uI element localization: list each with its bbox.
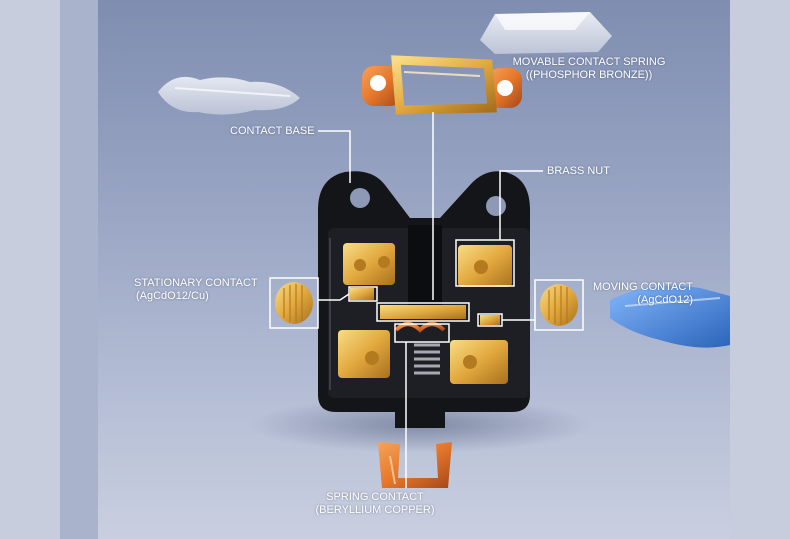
label-spring-contact-line1: SPRING CONTACT — [326, 491, 424, 503]
label-moving-contact-line1: MOVING CONTACT — [592, 281, 693, 293]
moving-contact-rivet — [534, 279, 584, 331]
terminal-top-left — [343, 243, 395, 285]
label-moving-contact: MOVING CONTACT (AgCdO12) — [585, 281, 693, 307]
label-stationary-contact-line2: (AgCdO12/Cu) — [136, 290, 209, 302]
stationary-contact-rivet — [269, 277, 319, 329]
backdrop-left-panel — [0, 0, 60, 539]
movable-contact-spring — [362, 55, 522, 115]
glass-crystal-left — [158, 76, 300, 115]
terminal-top-right — [458, 245, 512, 287]
spring-contact-part — [378, 442, 452, 488]
label-brass-nut: BRASS NUT — [547, 165, 610, 177]
contact-base-housing — [318, 171, 530, 428]
backdrop-left-shadow — [60, 0, 98, 539]
label-moving-contact-line2: (AgCdO12) — [637, 294, 693, 306]
label-spring-contact-line2: (BERYLLIUM COPPER) — [315, 504, 435, 516]
label-movable-contact-spring-line2: ((PHOSPHOR BRONZE)) — [525, 69, 653, 81]
backdrop-right-panel — [730, 0, 790, 539]
label-spring-contact: SPRING CONTACT (BERYLLIUM COPPER) — [310, 491, 440, 517]
callout-lines — [318, 112, 543, 488]
label-stationary-contact: STATIONARY CONTACT (AgCdO12/Cu) — [134, 277, 258, 303]
label-contact-base: CONTACT BASE — [230, 125, 315, 137]
glass-crystal-top-right — [480, 12, 612, 54]
contact-mechanism — [350, 288, 500, 375]
terminal-bottom-right — [450, 340, 508, 384]
blue-crystal-right — [610, 285, 730, 348]
label-movable-contact-spring-line1: MOVABLE CONTACT SPRING — [512, 56, 666, 68]
label-stationary-contact-line1: STATIONARY CONTACT — [134, 277, 258, 289]
label-movable-contact-spring: MOVABLE CONTACT SPRING ((PHOSPHOR BRONZE… — [508, 56, 670, 82]
terminal-bottom-left — [338, 330, 390, 378]
